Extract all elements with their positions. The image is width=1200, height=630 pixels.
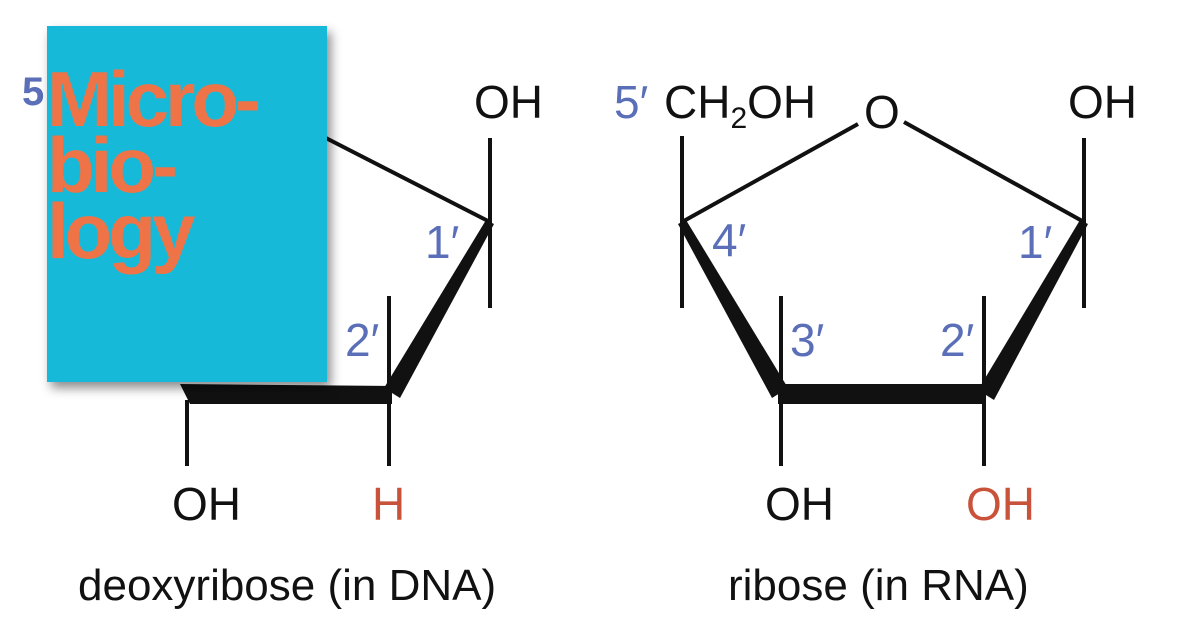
deoxy-c2-label: 2′ — [345, 314, 379, 366]
deoxyribose-structure: OH 1′ 2′ OH H deoxyribose (in DNA) — [78, 76, 543, 610]
logo-text: Micro- bio- logy — [47, 55, 261, 275]
deoxy-bond-o-c1 — [319, 133, 491, 224]
partial-c5-label: 5 — [22, 70, 45, 114]
ribose-c5-label: 5′ — [614, 76, 648, 128]
ribose-wedge-c2-c1 — [978, 220, 1088, 400]
deoxy-wedge-c2-c3 — [180, 384, 392, 404]
ribose-wedge-c4-c3 — [678, 220, 788, 398]
ribose-oh-c2: OH — [966, 478, 1035, 530]
ribose-structure: 5′ CH2OH O OH 4′ 1′ 3′ 2′ OH OH ribose (… — [614, 76, 1137, 610]
ribose-c4-label: 4′ — [712, 214, 746, 266]
ribose-oh-c3: OH — [765, 478, 834, 530]
ribose-c3-label: 3′ — [790, 314, 824, 366]
ribose-ch2oh-end: OH — [747, 76, 816, 128]
deoxy-caption: deoxyribose (in DNA) — [78, 561, 496, 610]
ribose-oh-top: OH — [1068, 76, 1137, 128]
ribose-ch2oh-sub: 2 — [730, 102, 747, 135]
ribose-caption: ribose (in RNA) — [728, 561, 1029, 610]
deoxy-wedge-c1-c2 — [384, 220, 494, 398]
deoxy-oh-top: OH — [474, 76, 543, 128]
ribose-bond-c4-o — [681, 122, 859, 224]
microbiology-logo: Micro- bio- logy — [47, 26, 327, 382]
ribose-c2-label: 2′ — [940, 314, 974, 366]
deoxy-oh-bottom: OH — [172, 478, 241, 530]
ribose-wedge-c3-c2 — [778, 384, 986, 404]
deoxy-h-bottom: H — [372, 478, 405, 530]
ribose-ring-oxygen: O — [864, 86, 900, 138]
ribose-c1-label: 1′ — [1018, 216, 1052, 268]
deoxy-c1-label: 1′ — [425, 216, 459, 268]
ribose-bond-o-c1 — [903, 120, 1085, 224]
ribose-ch2oh-main: CH — [664, 76, 730, 128]
ribose-ch2oh: CH2OH — [664, 76, 816, 135]
